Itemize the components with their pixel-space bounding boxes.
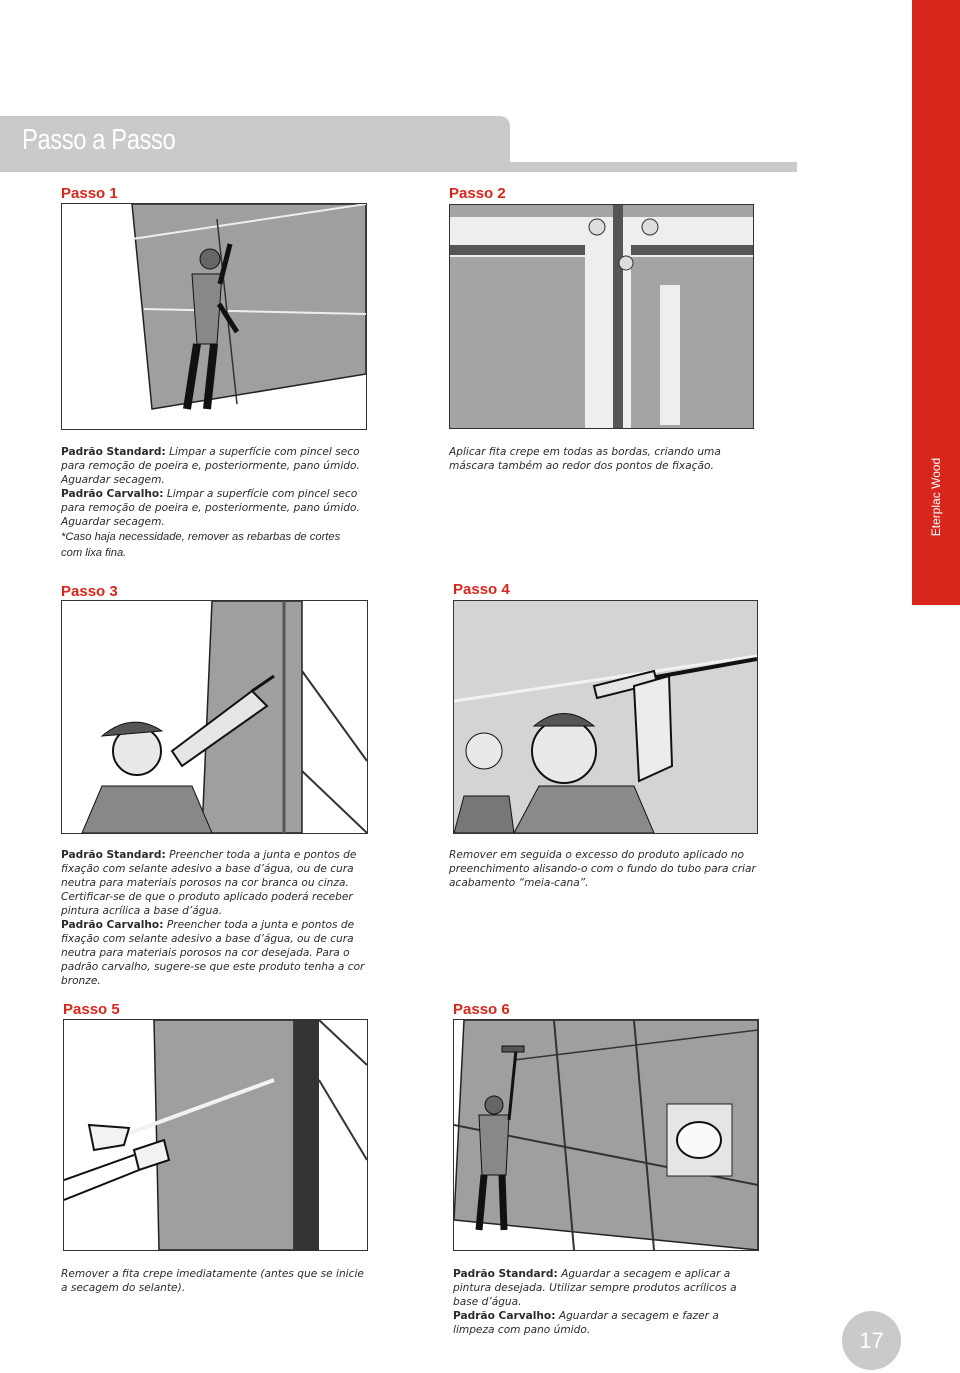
step-6-title: Passo 6 — [453, 1001, 510, 1018]
page-number: 17 — [842, 1311, 901, 1370]
step-5-description: Remover a fita crepe imediatamente (ante… — [61, 1267, 371, 1295]
step-5-title: Passo 5 — [63, 1001, 120, 1018]
step-3-text-carvalho: Preencher toda a junta e pontos de fixaç… — [61, 919, 365, 987]
step-6-text-carvalho: Aguardar a secagem e fazer a limpeza com… — [453, 1310, 719, 1336]
step-5-illustration — [63, 1019, 368, 1251]
step-3-label-standard: Padrão Standard: — [61, 849, 166, 861]
step-5-text: Remover a fita crepe imediatamente (ante… — [61, 1268, 364, 1294]
step-4-text: Remover em seguida o excesso do produto … — [449, 849, 756, 889]
page-title: Passo a Passo — [22, 124, 176, 156]
step-3-description: Padrão Standard: Preencher toda a junta … — [61, 848, 371, 988]
step-1-description: Padrão Standard: Limpar a superfície com… — [61, 445, 361, 561]
step-3-illustration — [61, 600, 368, 834]
side-tab-label: Eterplac Wood — [929, 457, 943, 537]
step-4-illustration — [453, 600, 758, 834]
step-1-label-carvalho: Padrão Carvalho: — [61, 488, 164, 500]
step-1-label-standard: Padrão Standard: — [61, 446, 166, 458]
step-2-description: Aplicar fita crepe em todas as bordas, c… — [449, 445, 759, 473]
step-2-text: Aplicar fita crepe em todas as bordas, c… — [449, 446, 721, 472]
step-2-title: Passo 2 — [449, 185, 506, 202]
step-3-label-carvalho: Padrão Carvalho: — [61, 919, 164, 931]
step-2-illustration — [449, 204, 754, 429]
step-4-description: Remover em seguida o excesso do produto … — [449, 848, 759, 890]
step-1-title: Passo 1 — [61, 185, 118, 202]
step-6-description: Padrão Standard: Aguardar a secagem e ap… — [453, 1267, 763, 1337]
step-6-label-standard: Padrão Standard: — [453, 1268, 558, 1280]
header-rule — [510, 162, 797, 172]
step-1-text-carvalho: Limpar a superfície com pincel seco para… — [61, 488, 360, 528]
step-6-text-standard: Aguardar a secagem e aplicar a pintura d… — [453, 1268, 737, 1308]
side-tab — [912, 0, 960, 605]
step-3-text-standard: Preencher toda a junta e pontos de fixaç… — [61, 849, 357, 917]
step-4-title: Passo 4 — [453, 581, 510, 598]
step-3-title: Passo 3 — [61, 583, 118, 600]
step-1-text-standard: Limpar a superfície com pincel seco para… — [61, 446, 360, 486]
header-bar — [0, 116, 510, 172]
step-6-label-carvalho: Padrão Carvalho: — [453, 1310, 556, 1322]
step-1-note: *Caso haja necessidade, remover as rebar… — [61, 531, 341, 559]
step-1-illustration — [61, 203, 367, 430]
step-6-illustration — [453, 1019, 759, 1251]
